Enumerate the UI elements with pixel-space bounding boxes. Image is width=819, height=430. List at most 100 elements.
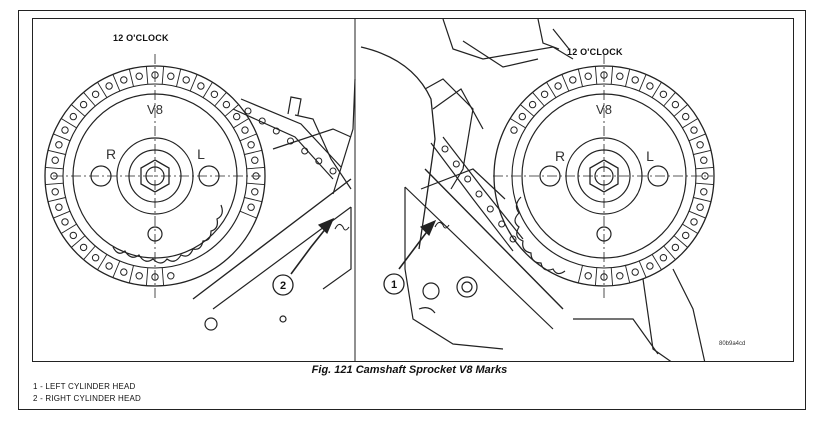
chain-link-divider (244, 149, 263, 155)
chain-pin (55, 203, 63, 211)
chain-pin (247, 203, 255, 211)
chain-link-divider (673, 104, 688, 117)
chain-pin (315, 157, 323, 165)
chain-link-divider (112, 74, 121, 92)
chain-link-divider (145, 66, 149, 85)
chain-link-divider (224, 104, 239, 117)
chain-link-divider (83, 92, 96, 107)
right-bank-label: V8 (596, 102, 612, 117)
chain-pin (528, 100, 537, 109)
diagram-area: V8 R L V8 R L 2 1 12 O'CLOCK 12 O'CLOCK … (32, 18, 794, 362)
chain-pin (51, 188, 59, 196)
right-l-label: L (646, 148, 654, 164)
chain-pin (701, 172, 709, 180)
chain-pin (51, 156, 59, 164)
chain-link-divider (112, 260, 121, 278)
figure-caption: Fig. 121 Camshaft Sprocket V8 Marks (311, 364, 508, 376)
chain-link-divider (682, 118, 699, 129)
chain-link-divider (663, 92, 676, 107)
chain-pin (182, 76, 190, 84)
chain-link-divider (176, 68, 182, 87)
left-panel (44, 54, 356, 331)
chain-link-divider (45, 182, 64, 186)
reference-code: 80b9a4cd (719, 341, 746, 347)
chain-pin (696, 141, 704, 149)
chain-link-divider (673, 235, 688, 248)
chain-pin (646, 82, 654, 90)
chain-pin (241, 126, 249, 134)
right-r-label: R (555, 148, 565, 164)
chain-link-divider (246, 182, 265, 186)
chain-pin (584, 72, 592, 80)
chain-pin (700, 188, 708, 196)
chain-pin (197, 82, 205, 90)
chain-link-divider (577, 68, 583, 87)
chain-pin (646, 262, 654, 270)
chain-pin (55, 141, 63, 149)
chain-pin (91, 90, 100, 99)
chain-link-divider (561, 74, 570, 92)
right-bolt-hole-a (456, 276, 478, 298)
chain-link-divider (625, 68, 631, 87)
chain-pin (616, 72, 624, 80)
chain-pin (105, 262, 113, 270)
left-bank-label: V8 (147, 102, 163, 117)
chain-link-divider (625, 265, 631, 284)
chain-pin (301, 147, 309, 155)
left-callout-number: 2 (280, 280, 286, 292)
right-callout-circle (383, 273, 405, 295)
left-sprocket (53, 54, 263, 299)
chain-pin (69, 112, 77, 121)
chain-pin (554, 82, 562, 90)
chain-pin (247, 141, 255, 149)
chain-link-divider (594, 66, 598, 85)
diagram-art: V8 R L V8 R L 2 1 (44, 19, 715, 361)
chain-link-divider (651, 254, 662, 271)
left-callout-circle (272, 274, 294, 296)
chain-link-divider (83, 245, 96, 260)
right-head-edge (424, 168, 564, 310)
chain-link-divider (233, 118, 250, 129)
chain-link-divider (239, 133, 257, 142)
chain-link-divider (71, 104, 86, 117)
chain-pin (120, 76, 128, 84)
chain-pin (509, 235, 517, 243)
chain-pin (700, 156, 708, 164)
legend-item-1: 1 - LEFT CYLINDER HEAD (33, 382, 136, 391)
chain-pin (167, 72, 175, 80)
chain-pin (210, 90, 219, 99)
chain-pin (631, 76, 639, 84)
chain-link-divider (97, 81, 108, 98)
chain-link-divider (214, 92, 227, 107)
chain-pin (329, 167, 337, 175)
chain-link-divider (161, 267, 165, 286)
chain-pin (584, 272, 592, 280)
chain-link-divider (71, 235, 86, 248)
chain-link-divider (638, 74, 647, 92)
chain-pin (258, 117, 266, 125)
chain-link-divider (60, 118, 77, 129)
chain-pin (61, 126, 69, 134)
chain-pin (616, 272, 624, 280)
chain-link-divider (145, 267, 149, 286)
chain-pin (486, 205, 494, 213)
chain-link-divider (53, 210, 71, 219)
chain-pin (233, 112, 241, 121)
chain-pin (79, 100, 88, 109)
left-timing-mark (334, 223, 350, 231)
chain-link-divider (97, 254, 108, 271)
chain-link-divider (577, 265, 583, 284)
chain-link-divider (202, 81, 213, 98)
right-timing-mark (434, 221, 450, 229)
left-bolt-hole (204, 317, 218, 331)
left-tensioner-bracket (287, 96, 302, 116)
chain-link-divider (128, 265, 134, 284)
chain-link-divider (239, 210, 257, 219)
left-head-edge (192, 178, 352, 300)
chain-pin (696, 203, 704, 211)
chain-link-divider (509, 118, 526, 129)
chain-pin (518, 112, 526, 121)
chain-link-divider (520, 104, 535, 117)
chain-pin (671, 100, 680, 109)
chain-link-divider (688, 210, 706, 219)
